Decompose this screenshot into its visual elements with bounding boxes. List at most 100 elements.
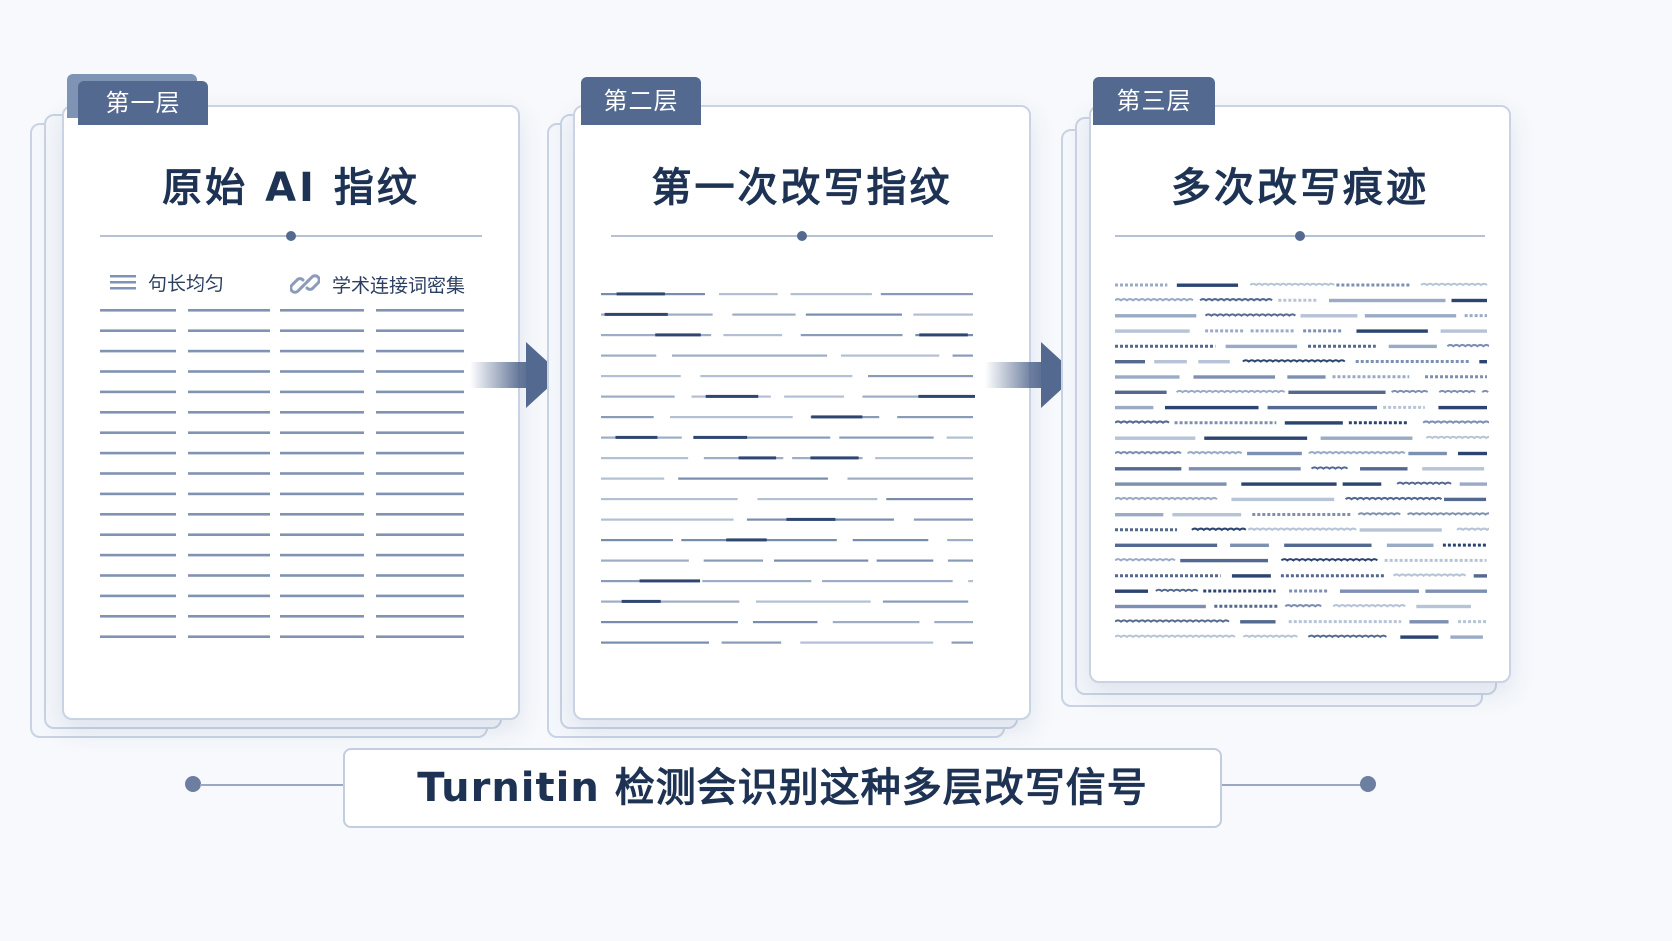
text-line-mark <box>822 580 953 583</box>
text-line-mark <box>1247 527 1357 532</box>
title-divider <box>1115 231 1485 241</box>
text-line-mark <box>1440 329 1487 333</box>
text-line-mark <box>702 580 812 583</box>
text-line-mark <box>1364 314 1457 318</box>
connector-dot-left <box>185 776 201 792</box>
text-line-mark <box>738 456 777 460</box>
text-line-mark <box>188 533 270 536</box>
text-line-mark <box>376 431 464 434</box>
text-line-mark <box>1451 298 1487 303</box>
text-line-mark <box>280 431 364 434</box>
layer-tab: 第二层 <box>581 77 701 125</box>
irregular-text-lines <box>601 292 975 644</box>
text-line-mark <box>1240 620 1276 624</box>
text-line-mark <box>1284 543 1372 547</box>
text-line-mark <box>1204 436 1308 440</box>
text-line-mark <box>100 574 176 577</box>
text-line-mark <box>875 457 973 460</box>
text-line-mark <box>188 309 270 312</box>
text-line-mark <box>100 513 176 516</box>
text-line-mark <box>693 436 831 439</box>
text-line-mark <box>376 594 464 598</box>
connector-line-right <box>1222 784 1364 786</box>
text-line-mark <box>1416 604 1471 609</box>
text-line-mark <box>1300 314 1358 318</box>
text-line-mark <box>1115 390 1167 394</box>
text-line-mark <box>678 477 828 480</box>
text-line-mark <box>800 641 934 644</box>
text-line-mark <box>1193 375 1276 379</box>
text-line-mark <box>968 580 973 583</box>
text-line-mark <box>1329 298 1446 303</box>
text-line-mark <box>862 395 973 398</box>
text-line-mark <box>1396 481 1452 486</box>
text-line-mark <box>100 472 176 475</box>
text-line-mark <box>1308 451 1406 455</box>
text-line-mark <box>615 435 658 439</box>
text-line-mark <box>1479 360 1487 364</box>
text-line-mark <box>601 621 738 624</box>
text-line-mark <box>1438 405 1487 410</box>
document-page: 第一层 原始 AI 指纹 句长均匀 学术连接词密集 <box>62 74 520 720</box>
text-line-mark <box>601 600 740 603</box>
text-line-mark <box>1332 604 1406 608</box>
divider-dot <box>286 231 296 241</box>
text-line-mark <box>1241 482 1337 486</box>
text-line-mark <box>376 574 464 577</box>
text-line-mark <box>1473 574 1487 578</box>
text-line-mark <box>601 498 738 501</box>
text-line-mark <box>1339 589 1419 593</box>
text-line-mark <box>1408 451 1447 456</box>
text-line-mark <box>280 574 364 577</box>
text-line-mark <box>376 329 464 332</box>
text-line-mark <box>1154 360 1187 364</box>
text-line-mark <box>601 457 689 460</box>
text-line-mark <box>1198 360 1230 364</box>
text-line-mark <box>1191 527 1247 532</box>
text-line-mark <box>703 559 764 562</box>
text-line-mark <box>1230 543 1269 547</box>
text-line-mark <box>897 416 973 419</box>
text-line-mark <box>100 594 176 598</box>
text-line-mark <box>1115 420 1170 425</box>
text-line-mark <box>188 390 270 394</box>
text-line-mark <box>280 390 364 394</box>
text-line-mark <box>1267 405 1378 410</box>
panel-title: 第一次改写指纹 <box>651 165 953 211</box>
text-line-mark <box>755 600 871 603</box>
text-line-mark <box>1457 451 1487 456</box>
feature-academic-connectors: 学术连接词密集 <box>290 269 465 299</box>
text-line-mark <box>100 615 176 618</box>
text-line-mark <box>1359 528 1442 532</box>
text-line-mark <box>1164 405 1259 410</box>
text-line-mark <box>1175 389 1286 394</box>
text-line-mark <box>1242 634 1298 639</box>
text-line-mark <box>604 312 668 316</box>
text-line-mark <box>1307 634 1388 639</box>
text-line-mark <box>1186 451 1243 455</box>
text-line-mark <box>784 395 844 398</box>
text-line-mark <box>876 559 934 562</box>
text-line-mark <box>100 411 176 414</box>
text-line-mark <box>1115 604 1206 609</box>
text-line-mark <box>705 394 759 398</box>
divider-dot <box>797 231 807 241</box>
text-line-mark <box>1438 389 1476 394</box>
text-line-mark <box>376 533 464 536</box>
uniform-text-lines <box>100 309 464 638</box>
text-line-mark <box>376 615 464 618</box>
summary-banner: Turnitin 检测会识别这种多层改写信号 <box>343 748 1222 828</box>
text-line-mark <box>847 477 973 480</box>
text-line-mark <box>639 579 701 583</box>
text-line-mark <box>880 293 973 296</box>
text-line-mark <box>1284 421 1343 425</box>
text-line-mark <box>376 513 464 516</box>
text-line-mark <box>280 635 364 638</box>
text-line-mark <box>947 539 973 542</box>
text-line-mark <box>1115 558 1176 562</box>
connector-dot-right <box>1360 776 1376 792</box>
text-line-mark <box>100 533 176 536</box>
text-line-mark <box>376 635 464 638</box>
text-line-mark <box>188 492 270 496</box>
text-line-mark <box>1456 527 1489 532</box>
